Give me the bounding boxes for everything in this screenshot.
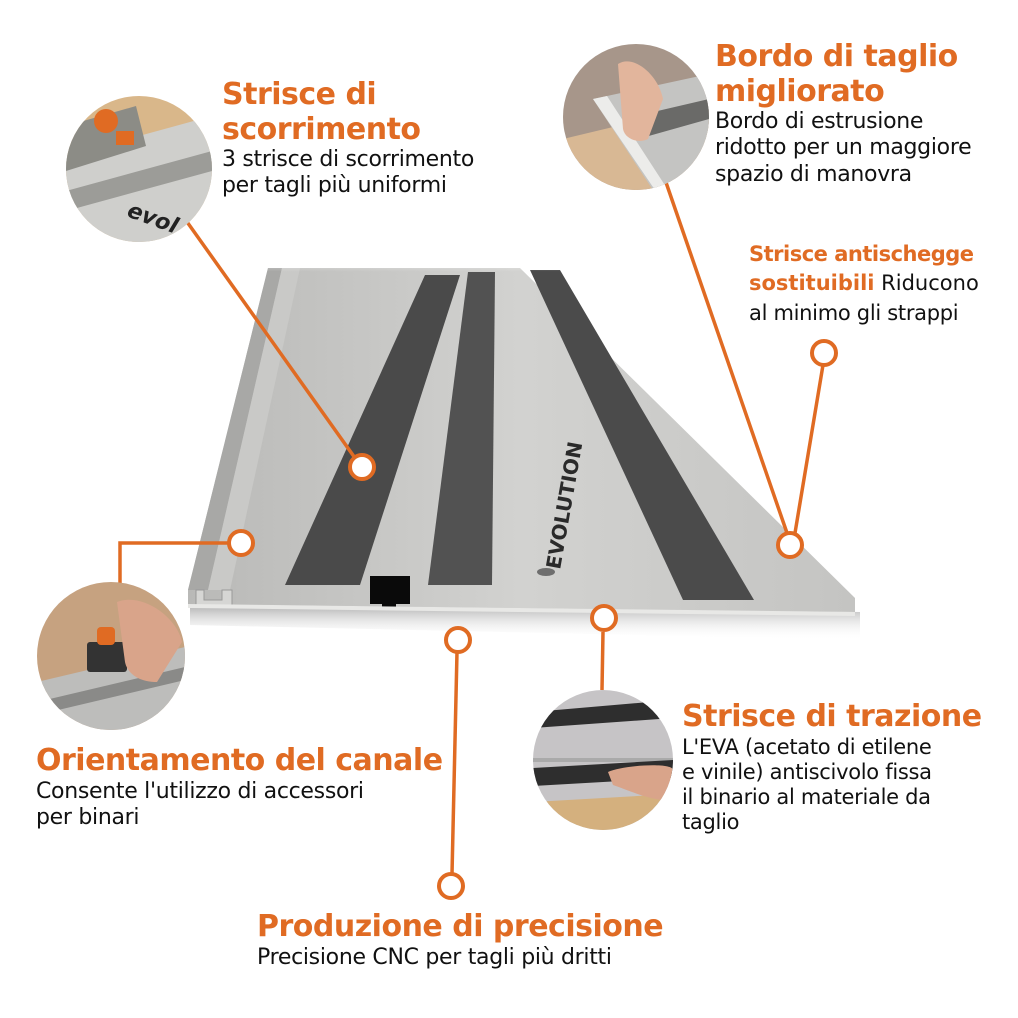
photo-cutting-edge	[563, 44, 709, 190]
photo-traction-strips	[533, 690, 673, 830]
callout-title: Strisce di trazione	[682, 699, 982, 734]
marker-channel	[227, 529, 255, 557]
callout-description: al minimo gli strappi	[749, 300, 959, 325]
callout-title: Bordo di taglio migliorato	[715, 39, 958, 109]
photo-glide-strips: evol	[66, 96, 212, 242]
callout-splinter-strips: Strisce antischegge sostituibili Riducon…	[749, 240, 979, 328]
marker-precision-bottom	[437, 872, 465, 900]
marker-splinter-strips	[810, 339, 838, 367]
callout-title: Strisce antischegge	[749, 242, 974, 266]
callout-title: Orientamento del canale	[36, 743, 443, 778]
photo-channel	[37, 582, 185, 730]
connector-precision	[450, 651, 459, 875]
callout-title: Produzione di precisione	[257, 909, 664, 944]
marker-traction	[590, 604, 618, 632]
callout-description: Bordo di estrusione ridotto per un maggi…	[715, 109, 972, 187]
marker-cutting-edge	[776, 531, 804, 559]
callout-description: Precisione CNC per tagli più dritti	[257, 944, 612, 970]
connector-traction	[600, 631, 605, 691]
callout-traction-strips: Strisce di trazione L'EVA (acetato di et…	[682, 699, 982, 835]
callout-title-line-2: sostituibili Riducono	[749, 271, 979, 296]
callout-precision: Produzione di precisione Precisione CNC …	[257, 909, 664, 971]
callout-title: Strisce di scorrimento	[222, 77, 421, 147]
callout-description: L'EVA (acetato di etilene e vinile) anti…	[682, 734, 932, 835]
marker-precision	[444, 626, 472, 654]
callout-description: Consente l'utilizzo di accessori per bin…	[36, 778, 364, 830]
callout-channel: Orientamento del canale Consente l'utili…	[36, 743, 443, 831]
connector-cutting-edge	[658, 164, 789, 534]
callout-description: 3 strisce di scorrimento per tagli più u…	[222, 147, 475, 199]
connector-splinter-strips	[793, 364, 825, 534]
callout-cutting-edge: Bordo di taglio migliorato Bordo di estr…	[715, 39, 972, 188]
connector-glide-strips	[178, 210, 357, 460]
callout-glide-strips: Strisce di scorrimento 3 strisce di scor…	[222, 77, 475, 200]
marker-glide-strips	[348, 453, 376, 481]
